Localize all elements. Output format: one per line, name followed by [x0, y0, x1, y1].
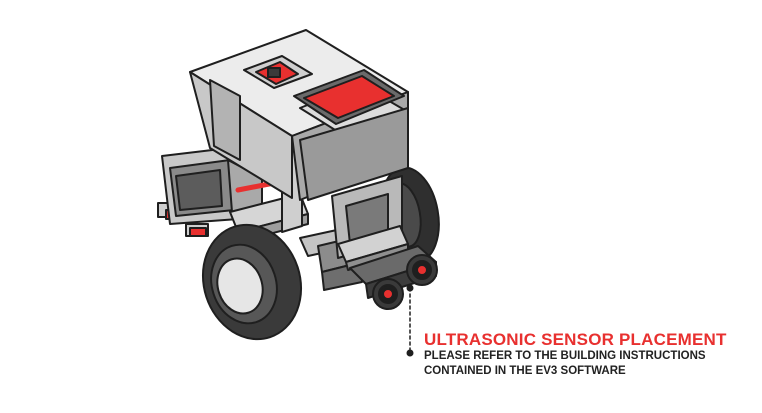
callout-line-2: CONTAINED IN THE EV3 SOFTWARE: [424, 365, 626, 377]
callout-title: ULTRASONIC SENSOR PLACEMENT: [424, 330, 727, 349]
ev3-brick-icon: [189, 29, 409, 201]
callout-line-1: PLEASE REFER TO THE BUILDING INSTRUCTION…: [424, 350, 706, 362]
callout-body: PLEASE REFER TO THE BUILDING INSTRUCTION…: [424, 349, 706, 379]
ultrasonic-sensor-icon: [349, 245, 438, 310]
callout-leader-line: [406, 284, 414, 357]
wheel-icon: [201, 223, 303, 341]
